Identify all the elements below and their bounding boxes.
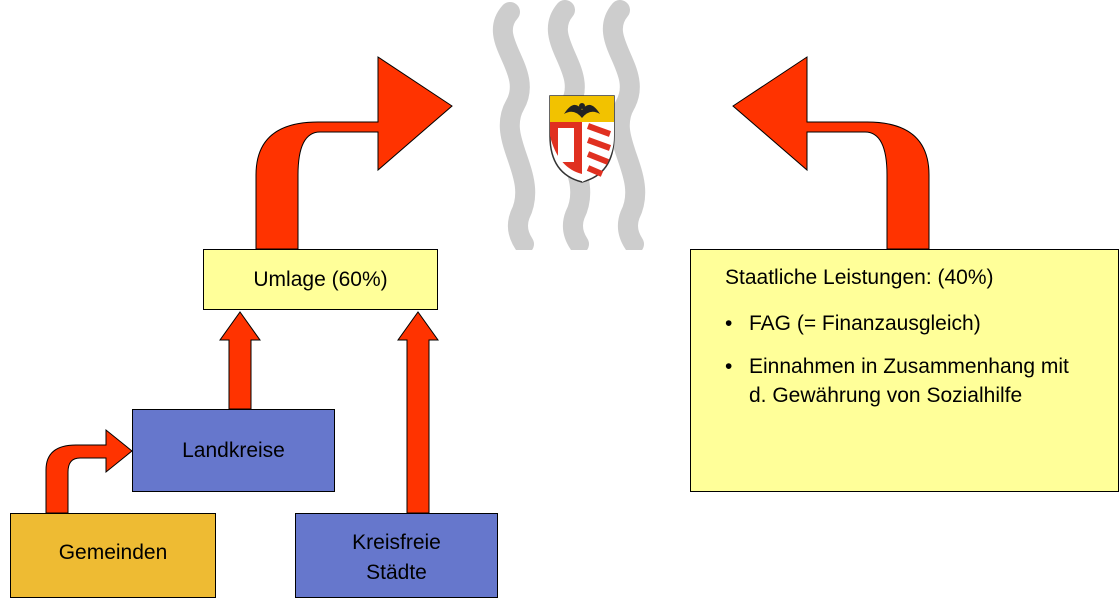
gemeinden-label: Gemeinden — [58, 541, 168, 564]
landkreise-label: Landkreise — [182, 439, 285, 462]
gemeinden-box: Gemeinden — [10, 513, 216, 598]
umlage-label: Umlage (60%) — [253, 268, 388, 291]
list-item: • FAG (= Finanzausgleich) — [725, 309, 1108, 338]
kreisfreie-staedte-box: Kreisfreie Städte — [295, 513, 498, 598]
list-item-text: Einnahmen in Zusammenhang mit d. Gewähru… — [749, 355, 1069, 407]
kreisfreie-label-line1: Kreisfreie — [352, 531, 441, 554]
arrow-umlage-to-emblem — [255, 56, 453, 250]
list-item: • Einnahmen in Zusammenhang mit d. Gewäh… — [725, 352, 1079, 410]
list-item-text: FAG (= Finanzausgleich) — [749, 312, 981, 335]
staatliche-list: • FAG (= Finanzausgleich) • Einnahmen in… — [725, 309, 1108, 410]
smoke-plume-3 — [603, 0, 646, 250]
kreisfreie-label-line2: Städte — [366, 561, 427, 584]
arrow-staatliche-to-emblem — [732, 56, 930, 250]
arrow-kreisfreie-to-umlage — [397, 311, 439, 514]
landkreise-box: Landkreise — [132, 409, 335, 492]
shield — [549, 95, 615, 183]
arrow-landkreise-to-umlage — [219, 311, 261, 410]
bullet-icon: • — [725, 312, 733, 335]
umlage-box: Umlage (60%) — [203, 249, 438, 310]
smoke-plume-1 — [493, 2, 536, 250]
staatliche-title: Staatliche Leistungen: (40%) — [725, 266, 994, 289]
bullet-icon: • — [725, 355, 733, 378]
staatliche-leistungen-box: Staatliche Leistungen: (40%) • FAG (= Fi… — [690, 249, 1119, 492]
arrow-gemeinden-to-landkreise — [45, 428, 133, 514]
coat-of-arms-icon — [493, 0, 646, 250]
